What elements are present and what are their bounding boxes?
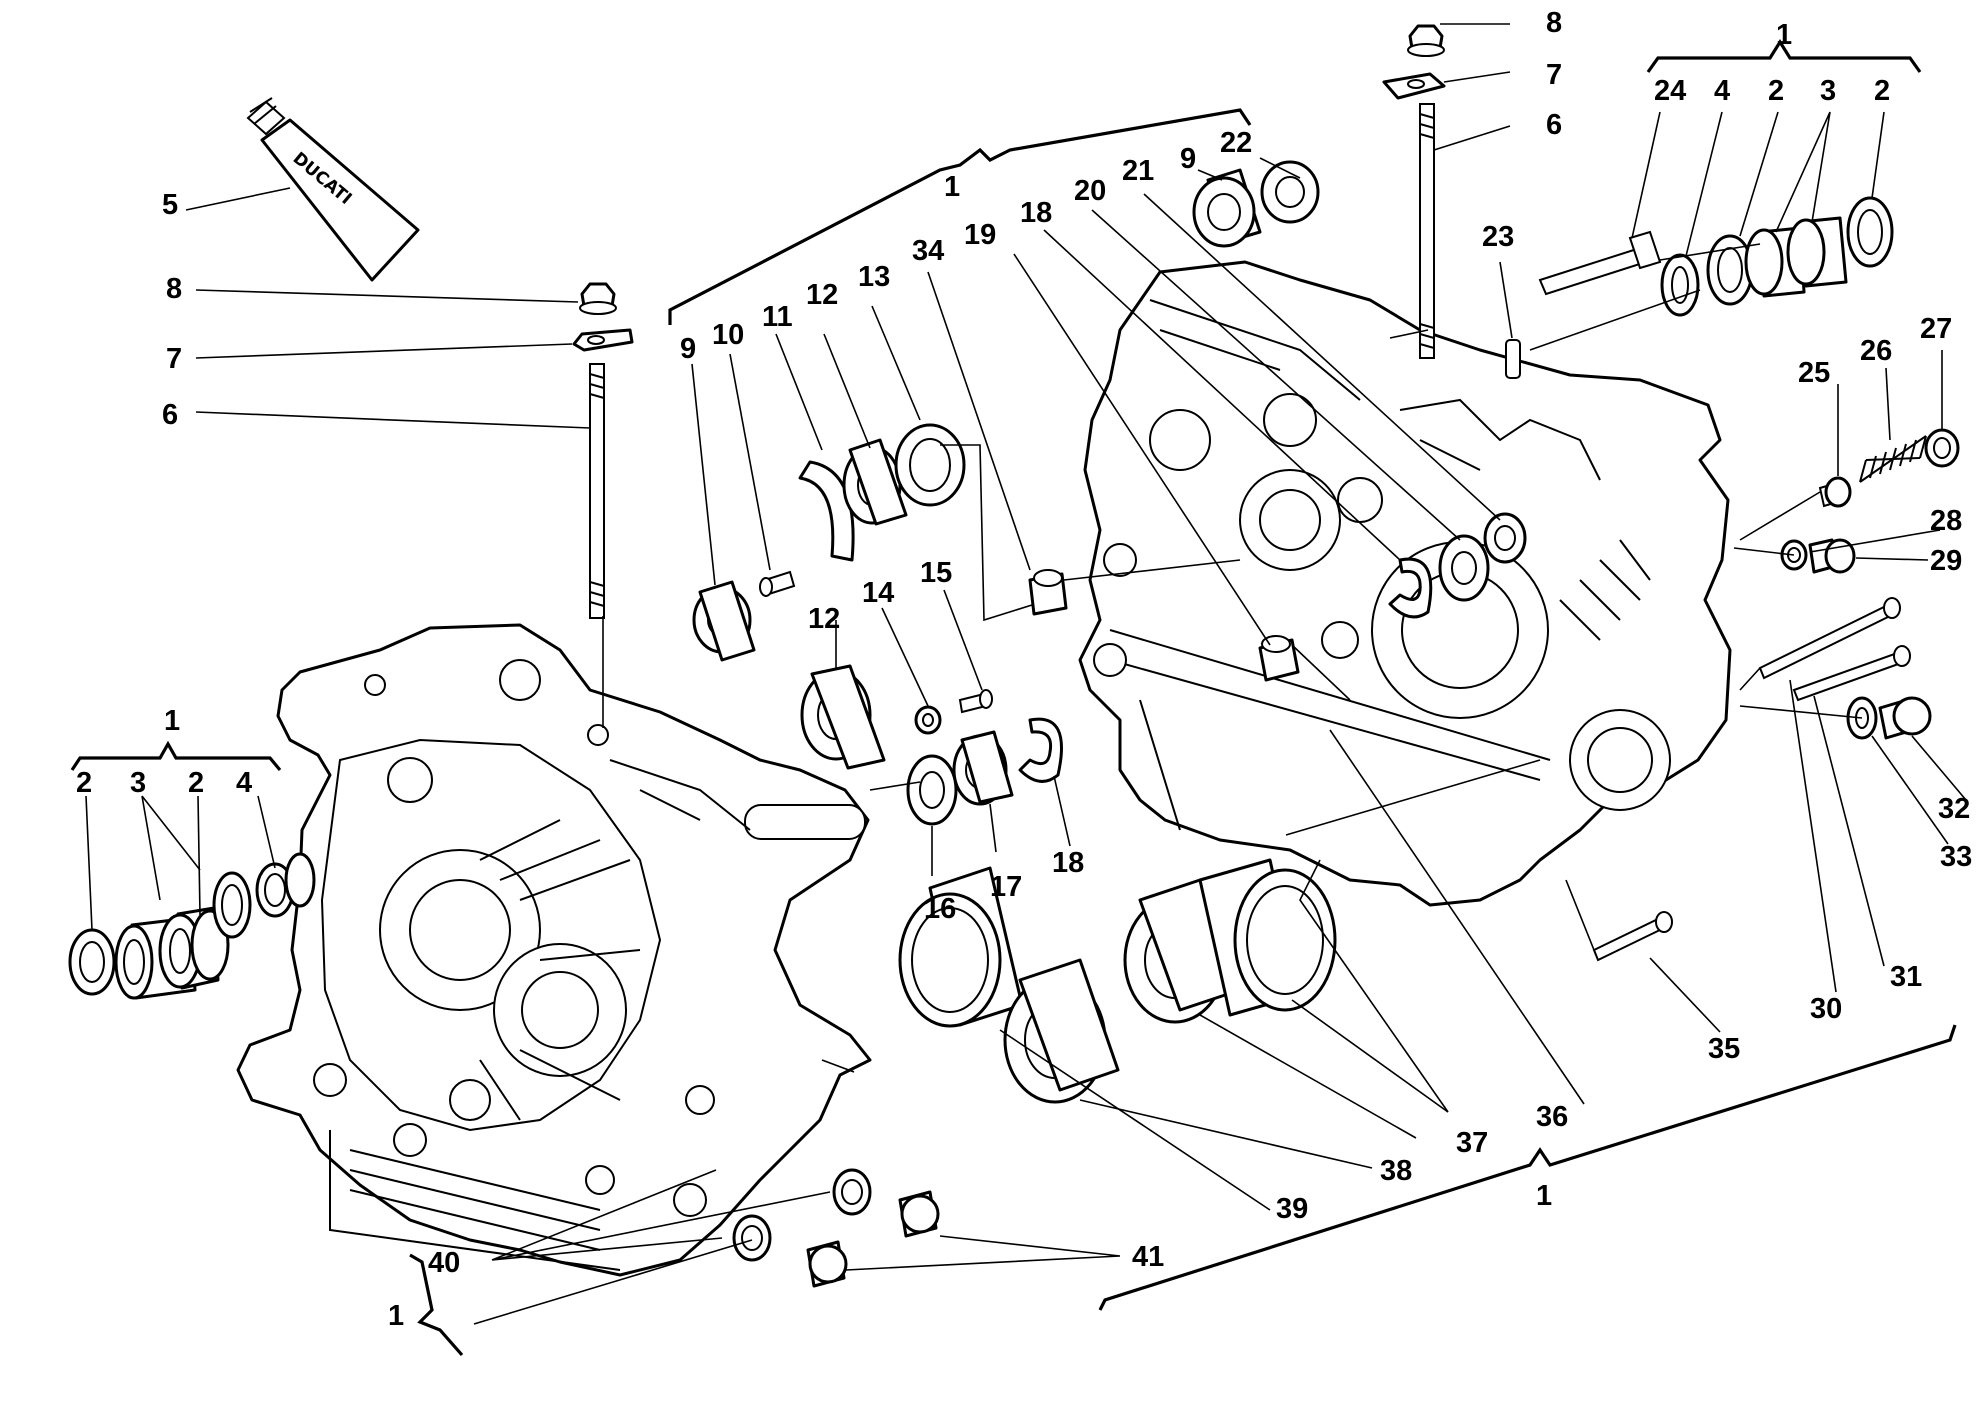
callout-27: 27 [1920, 313, 1952, 345]
left-bearing-stack [68, 852, 316, 1000]
callout-2-right-b: 2 [1874, 75, 1890, 107]
callout-3-right: 3 [1820, 75, 1836, 107]
callout-1-left: 1 [164, 705, 180, 737]
callout-23: 23 [1482, 221, 1514, 253]
callout-17: 17 [990, 871, 1022, 903]
callout-28: 28 [1930, 505, 1962, 537]
group-brackets [70, 38, 1957, 1357]
callout-8-left: 8 [166, 273, 182, 305]
callout-2-left-a: 2 [76, 767, 92, 799]
callout-6-right: 6 [1546, 109, 1562, 141]
callout-18-lower: 18 [1052, 847, 1084, 879]
callout-4-left: 4 [236, 767, 252, 799]
callout-37: 37 [1456, 1127, 1488, 1159]
callout-2-right-a: 2 [1768, 75, 1784, 107]
callout-20: 20 [1074, 175, 1106, 207]
main-bearings [898, 858, 1337, 1104]
callout-39: 39 [1276, 1193, 1308, 1225]
callout-18-upper: 18 [1020, 197, 1052, 229]
callout-12-upper: 12 [806, 279, 838, 311]
callout-34: 34 [912, 235, 944, 267]
callout-6-left: 6 [162, 399, 178, 431]
callout-35: 35 [1708, 1033, 1740, 1065]
leader-lines [85, 23, 1967, 1325]
callout-2-left-b: 2 [188, 767, 204, 799]
callout-36: 36 [1536, 1101, 1568, 1133]
callout-9-left: 9 [680, 333, 696, 365]
callout-14: 14 [862, 577, 894, 609]
callout-5: 5 [162, 189, 178, 221]
upper-small-parts [692, 160, 1527, 826]
callout-1-bottom-left: 1 [388, 1300, 404, 1332]
callout-4-right: 4 [1714, 75, 1730, 107]
callout-1-bottom: 1 [1536, 1180, 1552, 1212]
stud-assembly-left [572, 282, 634, 619]
callout-26: 26 [1860, 335, 1892, 367]
lower-fittings [732, 1168, 940, 1288]
callout-1-top: 1 [944, 171, 960, 203]
callout-38: 38 [1380, 1155, 1412, 1187]
callout-40: 40 [428, 1247, 460, 1279]
right-top-bearing-stack [1538, 196, 1894, 317]
callout-9-right: 9 [1180, 143, 1196, 175]
sealant-tube-5: DUCATI [246, 97, 420, 282]
callout-31: 31 [1890, 961, 1922, 993]
callout-25: 25 [1798, 357, 1830, 389]
callout-1-top-right: 1 [1776, 19, 1792, 51]
callout-11: 11 [762, 301, 793, 333]
callout-21: 21 [1122, 155, 1154, 187]
callout-19: 19 [964, 219, 996, 251]
right-side-small-parts [1592, 428, 1960, 962]
callout-32: 32 [1938, 793, 1970, 825]
left-crankcase-half [236, 623, 872, 1277]
callout-12-lower: 12 [808, 603, 840, 635]
callout-41: 41 [1132, 1241, 1164, 1273]
callout-22: 22 [1220, 127, 1252, 159]
callout-30: 30 [1810, 993, 1842, 1025]
right-crankcase-half [1078, 260, 1732, 907]
callout-3-left: 3 [130, 767, 146, 799]
callout-13: 13 [858, 261, 890, 293]
callout-7-right: 7 [1546, 59, 1562, 91]
callout-15: 15 [920, 557, 952, 589]
callout-29: 29 [1930, 545, 1962, 577]
callout-24: 24 [1654, 75, 1686, 107]
callout-8-right: 8 [1546, 7, 1562, 39]
callout-16: 16 [924, 893, 956, 925]
callout-labels: 1 1 1 1 1 2 2 2 2 3 3 4 4 5 6 6 7 7 8 8 … [76, 7, 1972, 1332]
callout-7-left: 7 [166, 343, 182, 375]
callout-33: 33 [1940, 841, 1972, 873]
callout-10: 10 [712, 319, 744, 351]
stud-assembly-right [1382, 24, 1446, 359]
